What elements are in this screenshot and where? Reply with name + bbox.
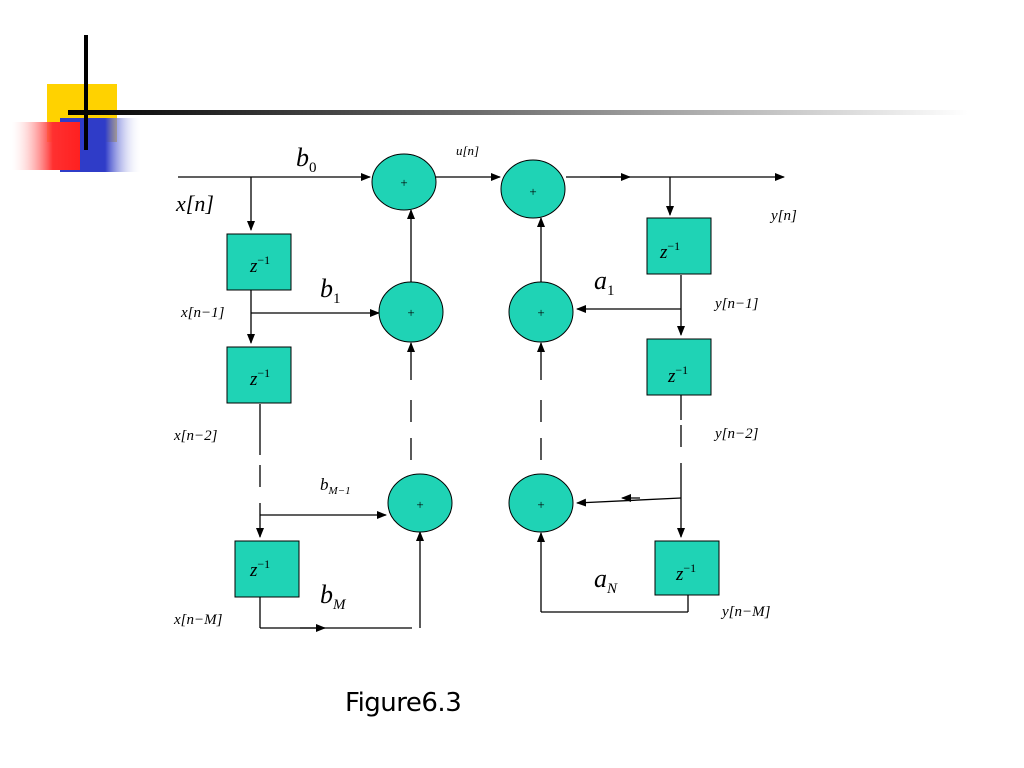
adder-plus: + <box>537 497 544 512</box>
svg-text:z−1: z−1 <box>675 561 696 585</box>
svg-text:z−1: z−1 <box>659 239 680 263</box>
adder-plus: + <box>529 184 536 199</box>
adder-aN: + <box>508 473 574 533</box>
label-y-n-2: y[n−2] <box>713 426 759 442</box>
delay-block-x2: z−1 <box>226 346 292 404</box>
label-x-n-1: x[n−1] <box>180 305 225 321</box>
label-x-n-2: x[n−2] <box>173 428 218 444</box>
signal-lines <box>178 173 785 632</box>
delay-block-x1: z−1 <box>226 233 292 291</box>
svg-text:z−1: z−1 <box>249 253 270 277</box>
coef-a1: a1 <box>594 266 615 299</box>
svg-text:z−1: z−1 <box>667 363 688 387</box>
coef-b1: b1 <box>320 274 341 307</box>
svg-text:z−1: z−1 <box>249 366 270 390</box>
coef-bM-1: bM−1 <box>320 475 351 497</box>
deco-red-square <box>12 122 80 170</box>
label-x-n: x[n] <box>175 191 214 216</box>
delay-block-y1: z−1 <box>646 217 712 275</box>
delay-block-yM: z−1 <box>654 540 720 596</box>
label-y-n-1: y[n−1] <box>713 296 759 312</box>
adder-output: + <box>500 159 566 219</box>
adder-plus: + <box>400 175 407 190</box>
label-y-n-M: y[n−M] <box>720 604 771 620</box>
label-x-n-M: x[n−M] <box>173 612 223 628</box>
adder-a1: + <box>508 281 574 343</box>
adder-b0: + <box>371 153 437 211</box>
deco-vertical-bar <box>84 35 88 150</box>
svg-text:z−1: z−1 <box>249 557 270 581</box>
deco-horizontal-bar <box>68 110 968 115</box>
adder-b1: + <box>378 281 444 343</box>
corner-decoration <box>12 35 968 172</box>
adder-plus: + <box>407 305 414 320</box>
label-u-n: u[n] <box>456 143 479 158</box>
coef-aN: aN <box>594 564 618 597</box>
adder-plus: + <box>416 497 423 512</box>
delay-block-xM: z−1 <box>234 540 300 598</box>
label-y-n: y[n] <box>769 208 797 224</box>
delay-block-y2: z−1 <box>646 338 712 396</box>
adder-bM1: + <box>387 473 453 533</box>
coef-b0: b0 <box>296 143 317 176</box>
figure-caption: Figure6.3 <box>345 688 462 718</box>
adder-plus: + <box>537 305 544 320</box>
coef-bM: bM <box>320 580 347 613</box>
